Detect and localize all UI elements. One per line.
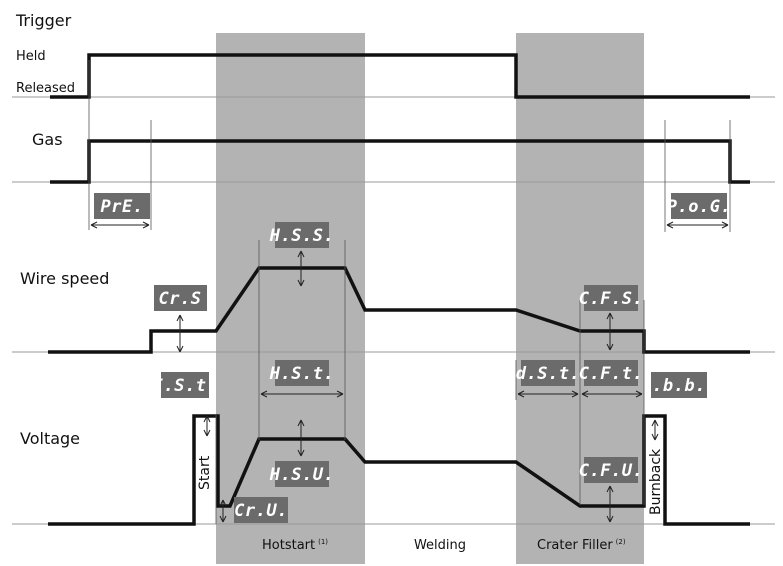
svg-text:d.S.t.: d.S.t. (516, 364, 580, 384)
code-cr-u: Cr.U. (234, 497, 288, 523)
code-cr-s: Cr.S (154, 285, 207, 311)
code-hsu: H.S.U. (269, 461, 334, 487)
burnback-label: Burnback (648, 448, 664, 515)
code-ist: I.S.t. (153, 372, 217, 398)
wire-speed-signal (48, 266, 750, 354)
welding-phase-label: Welding (414, 538, 466, 553)
wire-speed-label: Wire speed (20, 269, 109, 288)
svg-text:Cr.S: Cr.S (159, 289, 202, 309)
code-pre: PrE. (94, 193, 150, 219)
crater-filler-phase-label: Crater Filler(2) (537, 538, 626, 553)
held-label: Held (16, 49, 46, 64)
svg-text:Cr.U.: Cr.U. (234, 501, 288, 521)
trigger-signal (50, 53, 750, 99)
svg-text:H.S.S.: H.S.S. (269, 226, 334, 246)
dimension-arrows (90, 221, 729, 523)
svg-text:.b.b.: .b.b. (652, 376, 706, 396)
svg-text:C.F.S.: C.F.S. (579, 289, 643, 309)
svg-text:I.S.t.: I.S.t. (153, 376, 217, 396)
svg-text:PrE.: PrE. (101, 197, 144, 217)
start-label: Start (197, 455, 213, 490)
code-hst: H.S.t. (269, 360, 334, 386)
hotstart-phase-label: Hotstart(1) (262, 538, 328, 553)
gas-label: Gas (32, 130, 63, 149)
code-cfu: C.F.U. (579, 457, 643, 483)
svg-text:C.F.t.: C.F.t. (579, 364, 643, 384)
voltage-label: Voltage (20, 429, 80, 448)
svg-text:C.F.U.: C.F.U. (579, 461, 643, 481)
code-cfs: C.F.S. (579, 285, 643, 311)
code-bb: .b.b. (651, 372, 707, 398)
svg-text:P.o.G.: P.o.G. (667, 197, 731, 217)
voltage-signal (48, 414, 750, 526)
svg-text:H.S.t.: H.S.t. (269, 364, 334, 384)
released-label: Released (16, 81, 75, 96)
trigger-label: Trigger (15, 11, 72, 30)
code-dst: d.S.t. (516, 360, 580, 386)
svg-text:H.S.U.: H.S.U. (269, 465, 334, 485)
code-hss: H.S.S. (269, 222, 334, 248)
code-cft: C.F.t. (579, 360, 643, 386)
code-pog: P.o.G. (667, 193, 731, 219)
guide-lines (88, 60, 731, 524)
gas-signal (50, 139, 750, 184)
